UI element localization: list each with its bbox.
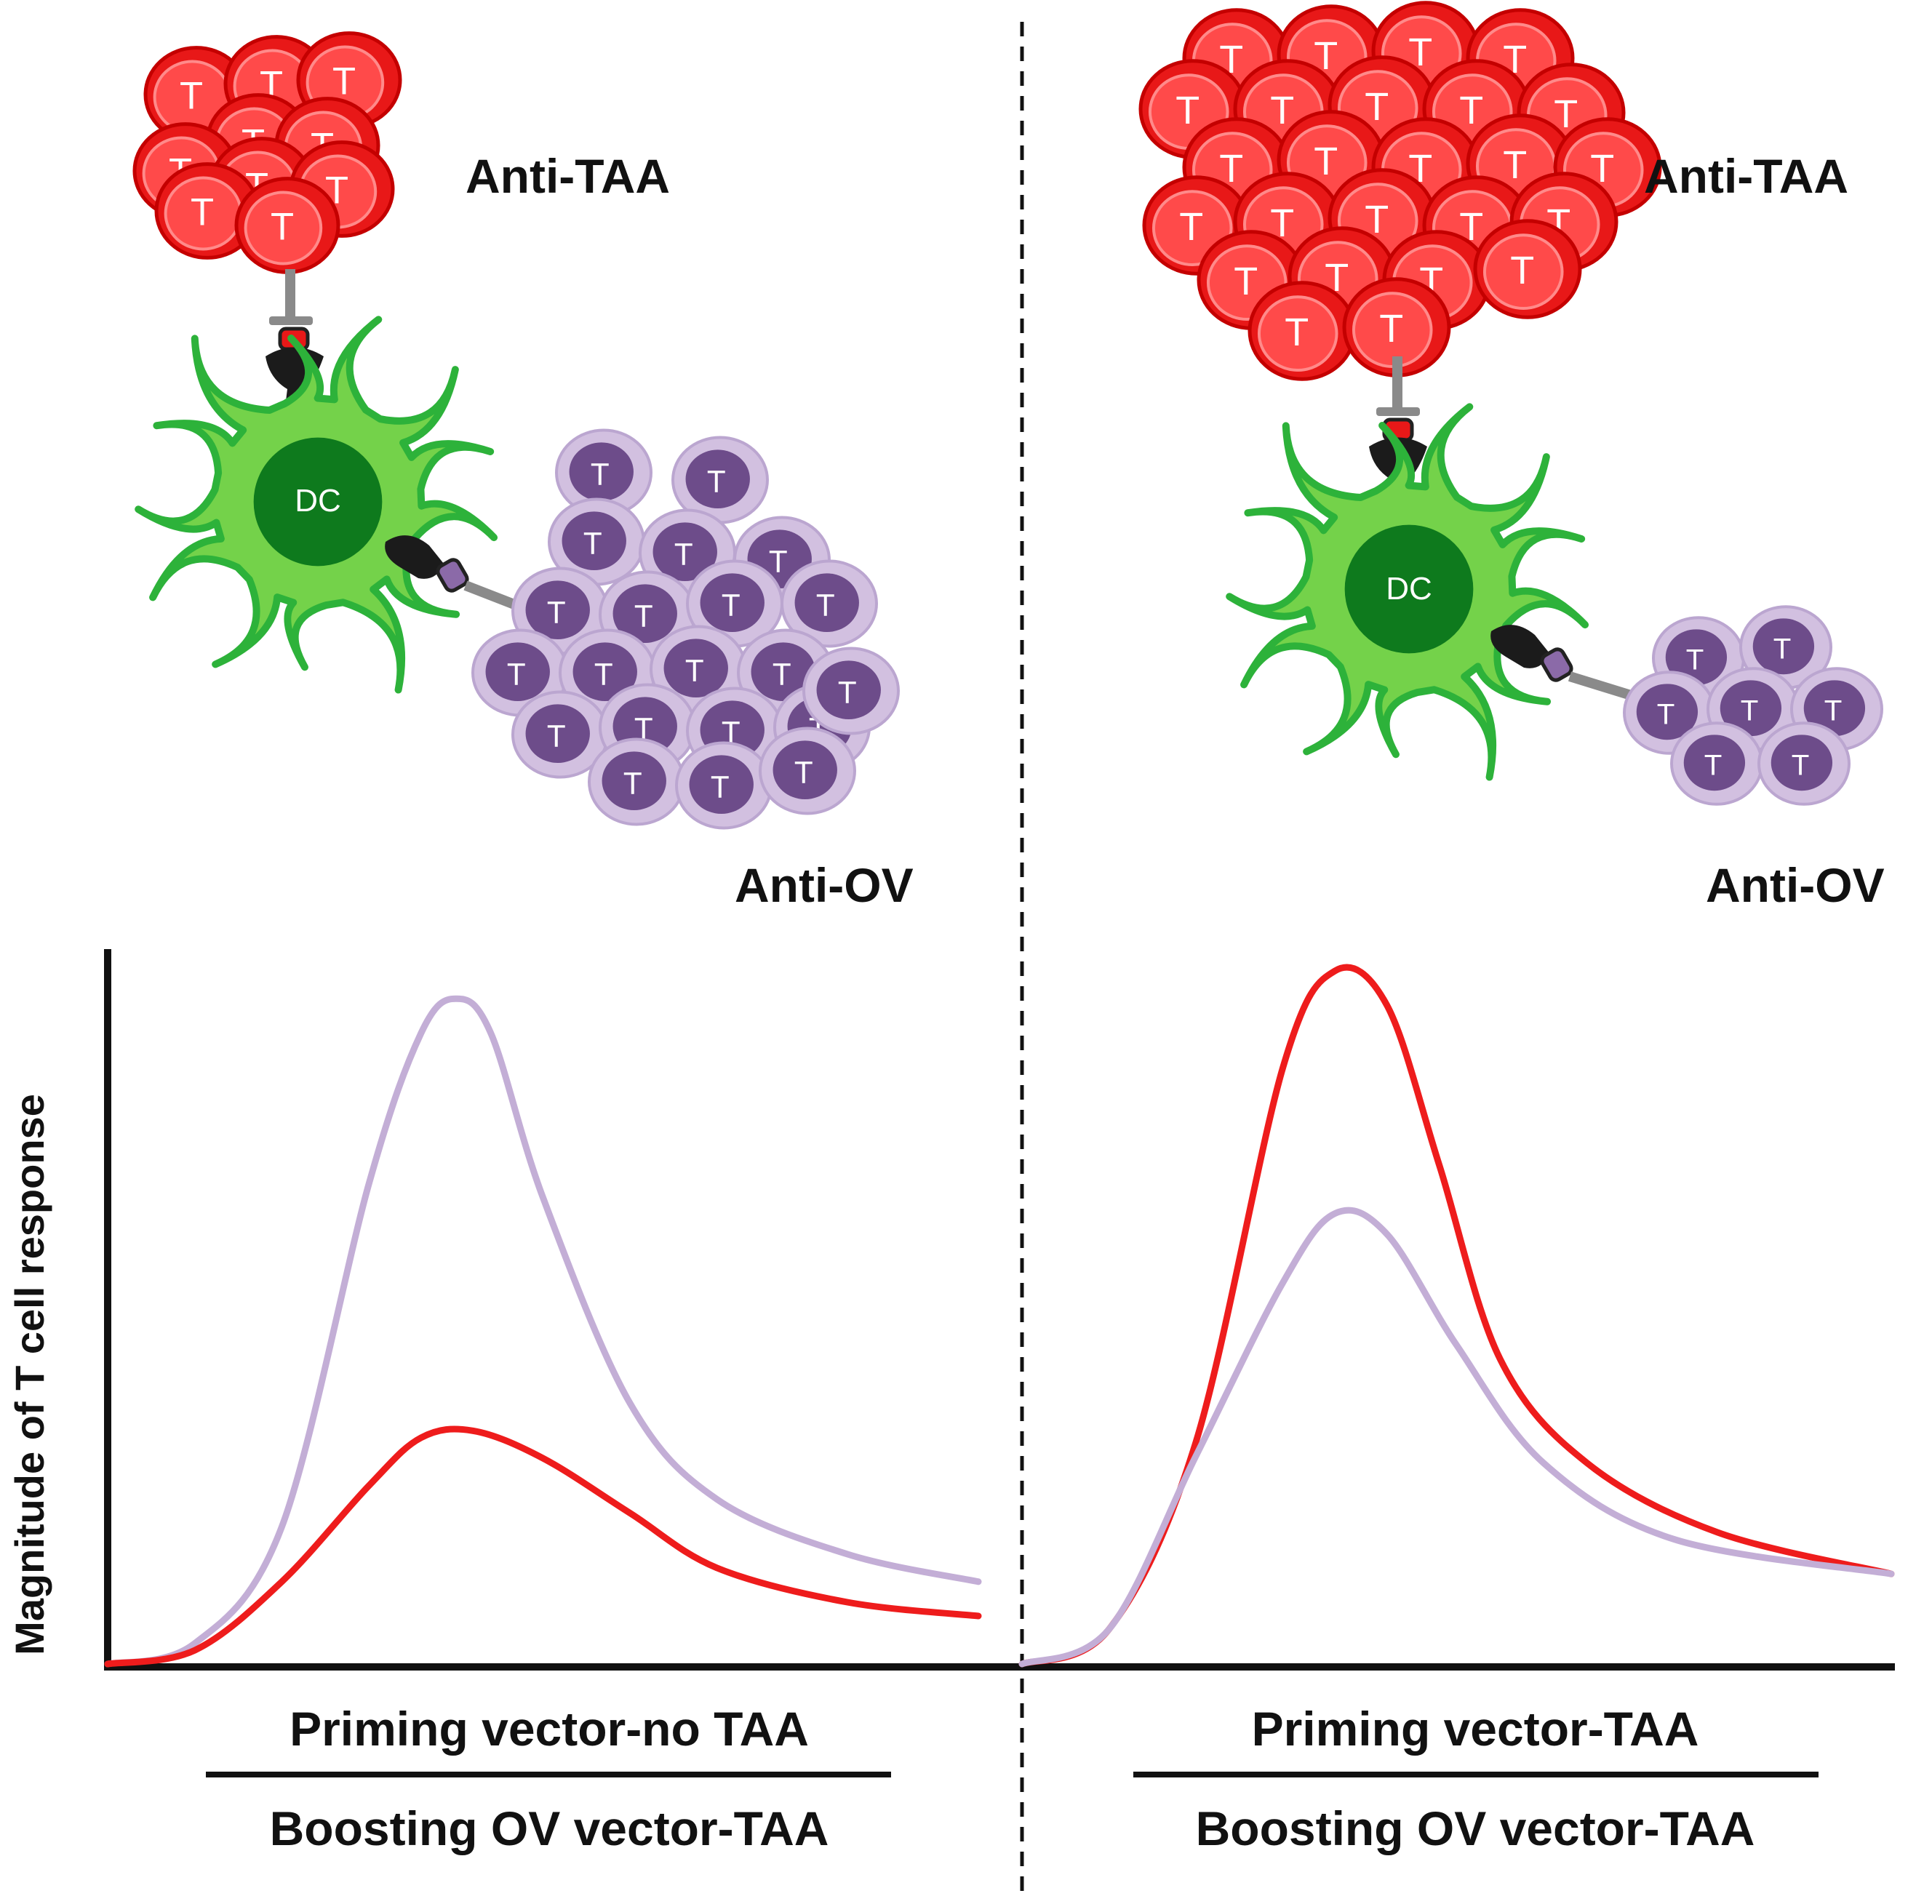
anti-ov-curve xyxy=(104,995,982,1668)
tcell-letter: T xyxy=(685,653,704,687)
left-boosting-label: Boosting OV vector-TAA xyxy=(270,1801,829,1855)
tcell-letter: T xyxy=(271,206,294,249)
tcell-letter: T xyxy=(1379,307,1403,351)
anti-ov-tcell: T xyxy=(1739,605,1832,689)
tcell-letter: T xyxy=(1704,749,1723,782)
tcell-letter: T xyxy=(594,657,613,691)
tcell-letter: T xyxy=(1510,249,1534,292)
tcell-letter: T xyxy=(332,60,356,103)
tcell-letter: T xyxy=(674,537,693,571)
tcr-stalk xyxy=(285,269,295,324)
anti-taa-tcell: T xyxy=(1142,175,1251,276)
anti-ov-curve xyxy=(1018,1207,1895,1668)
anti-ov-tcell: T xyxy=(1757,721,1851,806)
mhc-molecule-ov xyxy=(385,535,444,579)
tcell-letter: T xyxy=(1285,311,1309,354)
right-boosting-label: Boosting OV vector-TAA xyxy=(1196,1801,1755,1855)
anti-ov-tcell: T xyxy=(511,690,609,779)
anti-ov-tcell: T xyxy=(759,727,856,815)
mhc-antigen-purple xyxy=(1540,647,1573,682)
dc-nucleus xyxy=(253,437,383,567)
tcell-letter: T xyxy=(634,599,653,633)
anti-ov-label: Anti-OV xyxy=(735,858,914,912)
tcell-letter: T xyxy=(1773,633,1792,665)
tcell-letter: T xyxy=(1459,89,1483,132)
tcell-letter: T xyxy=(1365,85,1389,129)
tcell-letter: T xyxy=(707,464,726,498)
anti-taa-tcell: T xyxy=(1342,277,1451,377)
tcell-letter: T xyxy=(722,588,741,622)
dc-nucleus xyxy=(1344,524,1474,654)
mhc-molecule-ov xyxy=(1490,625,1549,668)
anti-ov-tcell: T xyxy=(781,559,878,648)
tcell-letter: T xyxy=(547,719,566,753)
tcell-letter: T xyxy=(1657,698,1675,731)
tcell-letter: T xyxy=(623,766,642,800)
dendritic-cell xyxy=(135,316,498,694)
right-priming-label: Priming vector-TAA xyxy=(1252,1702,1699,1756)
left-response-plot xyxy=(104,995,982,1668)
tcell-letter: T xyxy=(794,755,813,789)
tcell-letter: T xyxy=(1741,695,1759,727)
dendritic-cell xyxy=(1226,403,1589,781)
tcell-letter: T xyxy=(711,769,730,804)
tcell-letter: T xyxy=(1686,644,1704,676)
tcell-letter: T xyxy=(1314,140,1338,183)
tcell-letter: T xyxy=(591,457,610,491)
tcell-letter: T xyxy=(1270,89,1294,132)
tcell-letter: T xyxy=(583,526,602,560)
tcell-letter: T xyxy=(1824,695,1843,727)
anti-taa-tcell: T xyxy=(1248,281,1357,381)
anti-taa-label: Anti-TAA xyxy=(466,149,670,203)
tcell-letter: T xyxy=(191,191,214,234)
anti-taa-tcell: T xyxy=(1473,219,1582,319)
tcr-stalk xyxy=(1392,356,1402,415)
anti-ov-tcell: T xyxy=(686,559,783,648)
dc-label: DC xyxy=(1386,571,1432,607)
anti-ov-tcell: T xyxy=(1670,721,1763,806)
tcell-letter: T xyxy=(180,75,203,118)
tcell-letter: T xyxy=(1792,749,1810,782)
tcell-letter: T xyxy=(547,595,566,629)
anti-taa-curve xyxy=(104,1425,982,1668)
right-response-plot xyxy=(1018,964,1895,1668)
anti-taa-tcell: T xyxy=(234,177,340,274)
anti-ov-label: Anti-OV xyxy=(1706,858,1885,912)
anti-ov-tcell: T xyxy=(588,737,685,826)
tcell-letter: T xyxy=(507,657,526,691)
anti-ov-tcell: T xyxy=(802,647,900,735)
left-priming-label: Priming vector-no TAA xyxy=(290,1702,809,1756)
dc-label: DC xyxy=(295,483,341,519)
tcell-letter: T xyxy=(838,675,857,709)
tcell-letter: T xyxy=(769,544,788,578)
tcell-letter: T xyxy=(773,657,791,691)
tcell-letter: T xyxy=(1234,260,1258,303)
mhc-antigen-purple xyxy=(436,558,469,593)
y-axis-label: Magnitude of T cell response xyxy=(7,1094,52,1655)
anti-taa-label: Anti-TAA xyxy=(1644,149,1848,203)
tcell-letter: T xyxy=(1179,205,1203,249)
tcell-letter: T xyxy=(816,588,835,622)
tcell-letter: T xyxy=(1175,89,1199,132)
anti-ov-tcell: T xyxy=(675,741,773,830)
anti-ov-tcell: T xyxy=(548,497,645,586)
tcell-letter: T xyxy=(1503,143,1527,187)
